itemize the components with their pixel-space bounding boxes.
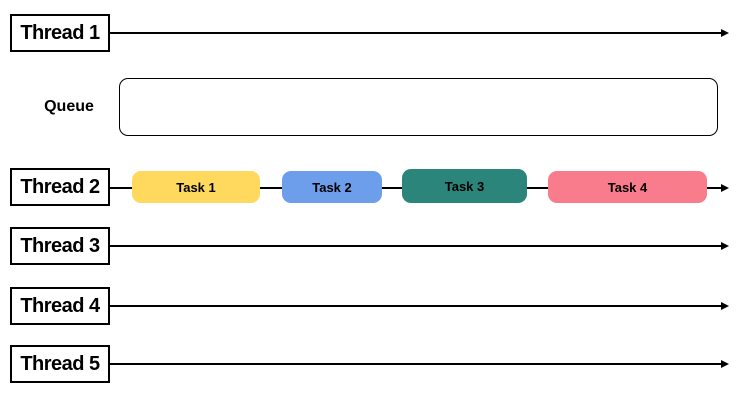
task-1-label: Task 1 [176, 179, 216, 195]
thread-4-timeline [110, 305, 722, 307]
thread-1-arrowhead-icon [721, 29, 729, 37]
task-4-block: Task 4 [548, 171, 707, 203]
task-4-label: Task 4 [607, 179, 648, 195]
thread-1-timeline [110, 32, 722, 34]
queue-box [119, 78, 718, 136]
queue-label: Queue [44, 98, 94, 115]
thread-1-box: Thread 1 [10, 14, 110, 52]
thread-4-label: Thread 4 [20, 294, 100, 317]
thread-4-arrowhead-icon [721, 302, 729, 310]
task-2-block: Task 2 [282, 171, 382, 203]
thread-4-box: Thread 4 [10, 287, 110, 325]
thread-3-arrowhead-icon [721, 242, 729, 250]
thread-2-box: Thread 2 [10, 168, 110, 206]
task-2-label: Task 2 [312, 179, 352, 195]
thread-5-box: Thread 5 [10, 345, 110, 383]
thread-2-label: Thread 2 [20, 175, 100, 198]
task-3-label: Task 3 [444, 178, 485, 194]
thread-1-label: Thread 1 [20, 21, 100, 44]
task-1-block: Task 1 [132, 171, 260, 203]
thread-2-arrowhead-icon [721, 184, 729, 192]
thread-3-label: Thread 3 [20, 234, 100, 257]
thread-3-timeline [110, 245, 722, 247]
thread-5-timeline [110, 363, 722, 365]
task-3-block: Task 3 [402, 169, 527, 203]
thread-3-box: Thread 3 [10, 227, 110, 265]
thread-5-arrowhead-icon [721, 360, 729, 368]
thread-5-label: Thread 5 [20, 352, 100, 375]
